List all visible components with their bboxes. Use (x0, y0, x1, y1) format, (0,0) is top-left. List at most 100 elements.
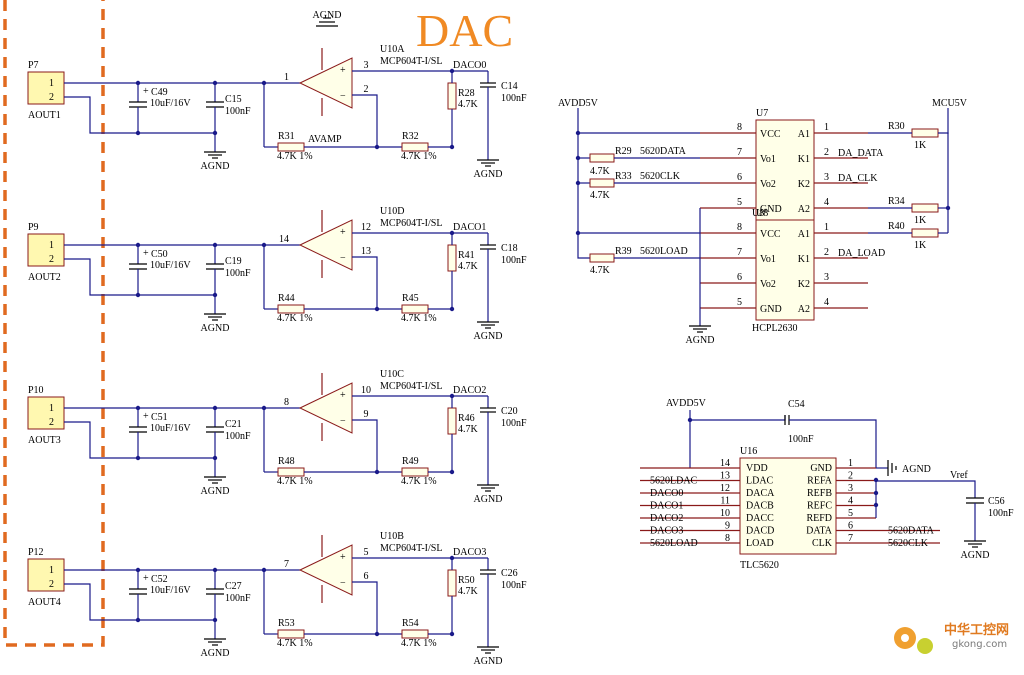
pin-name: VDD (746, 463, 768, 474)
pin-number: 1 (824, 222, 829, 233)
r40-ref: R40 (888, 221, 905, 232)
resistor-body (447, 569, 457, 597)
dac-net-label: DACO0 (453, 60, 486, 71)
opamp-top-ground: AGND (313, 10, 342, 27)
feedback-r1-ref: R48 (278, 456, 295, 467)
opamp-part: MCP604T-I/SL (380, 218, 442, 229)
cap-polarity: + (143, 86, 149, 97)
opamp-minus: − (340, 253, 346, 264)
cf-value: 100nF (501, 418, 527, 429)
pin-number: 12 (720, 483, 730, 494)
feedback-r1-ref: R53 (278, 618, 295, 629)
junction-dot (449, 393, 455, 399)
avdd-label: AVDD5V (558, 98, 599, 109)
pin-number: 8 (737, 122, 742, 133)
opamp-out-pin: 14 (279, 234, 289, 245)
ground-label: AGND (313, 10, 342, 21)
pin-name-left: VCC (760, 229, 781, 240)
connector-pin-2: 2 (49, 417, 54, 428)
pin-name-left: VCC (760, 129, 781, 140)
supply-net-label: AVAMP (308, 134, 342, 145)
rpull-value: 4.7K (458, 424, 479, 435)
net-da-load: DA_LOAD (838, 248, 885, 259)
resistor-body (447, 82, 457, 110)
feedback-r1-value: 4.7K 1% (277, 476, 313, 487)
watermark-logo: 中华工控网 gkong.com (894, 622, 1009, 654)
junction-dot (575, 230, 581, 236)
ground-label: AGND (961, 550, 990, 561)
resistor-body (277, 304, 305, 314)
cf-ref: C26 (501, 568, 518, 579)
junction-dot (873, 502, 879, 508)
cap-value: 10uF/16V (150, 260, 191, 271)
opamp-ref: U10A (380, 44, 405, 55)
junction-dot (135, 405, 141, 411)
cap2-ref: C19 (225, 256, 242, 267)
cap-polarity: + (143, 248, 149, 259)
junction-dot (212, 130, 218, 136)
watermark-text: 中华工控网 (944, 622, 1009, 638)
net-label: 5620DATA (888, 526, 935, 537)
pin-name: DACA (746, 488, 775, 499)
junction-dot (945, 205, 951, 211)
opamp-minus-pin: 6 (364, 571, 369, 582)
pin-name-left: Vo2 (760, 179, 776, 190)
opamp-ref: U10B (380, 531, 404, 542)
cap2-ref: C15 (225, 94, 242, 105)
feedback-r2-value: 4.7K 1% (401, 638, 437, 649)
cf-ref: C20 (501, 406, 518, 417)
feedback-r1-value: 4.7K 1% (277, 151, 313, 162)
resistor-body (589, 178, 615, 188)
junction-dot (575, 180, 581, 186)
junction-dot (449, 469, 455, 475)
junction-dot (374, 631, 380, 637)
pin-number: 1 (824, 122, 829, 133)
cap2-value: 100nF (225, 593, 251, 604)
pin-name: GND (810, 463, 832, 474)
opamp-plus: + (340, 227, 346, 238)
junction-dot (135, 130, 141, 136)
pin-name-right: A1 (798, 229, 810, 240)
pin-name-right: K1 (798, 154, 810, 165)
r34-value: 1K (914, 215, 927, 226)
vref-wire (876, 480, 976, 498)
rpull-ref: R28 (458, 88, 475, 99)
opamp-symbol (298, 57, 353, 109)
feedback-r2-ref: R45 (402, 293, 419, 304)
junction-dot (374, 306, 380, 312)
net-label: 5620LOAD (650, 538, 698, 549)
cap2-value: 100nF (225, 106, 251, 117)
resistor-body (911, 128, 939, 138)
pin-name: DACB (746, 501, 774, 512)
ground-label: AGND (474, 656, 503, 667)
c56-ref: C56 (988, 496, 1005, 507)
cap-polarity: + (143, 411, 149, 422)
opamp-plus: + (340, 552, 346, 563)
feedback-r2-ref: R54 (402, 618, 419, 629)
net-label: DACO1 (650, 501, 683, 512)
opamp-plus: + (340, 390, 346, 401)
connector-ref: P7 (28, 60, 39, 71)
r30-value: 1K (914, 140, 927, 151)
pin-number: 3 (824, 172, 829, 183)
rpull-ref: R50 (458, 575, 475, 586)
cap-value: 10uF/16V (150, 98, 191, 109)
junction-dot (212, 567, 218, 573)
pin-name: REFB (807, 488, 832, 499)
ground-label: AGND (201, 486, 230, 497)
pin-name: LOAD (746, 538, 774, 549)
c54-value: 100nF (788, 434, 814, 445)
pin-number: 5 (848, 508, 853, 519)
opamp-plus-pin: 12 (361, 222, 371, 233)
pin-number: 4 (824, 197, 829, 208)
wire (352, 581, 378, 634)
junction-dot (449, 230, 455, 236)
pin-number: 14 (720, 458, 730, 469)
cf-ref: C18 (501, 243, 518, 254)
chip-ref: U7 (756, 108, 768, 119)
